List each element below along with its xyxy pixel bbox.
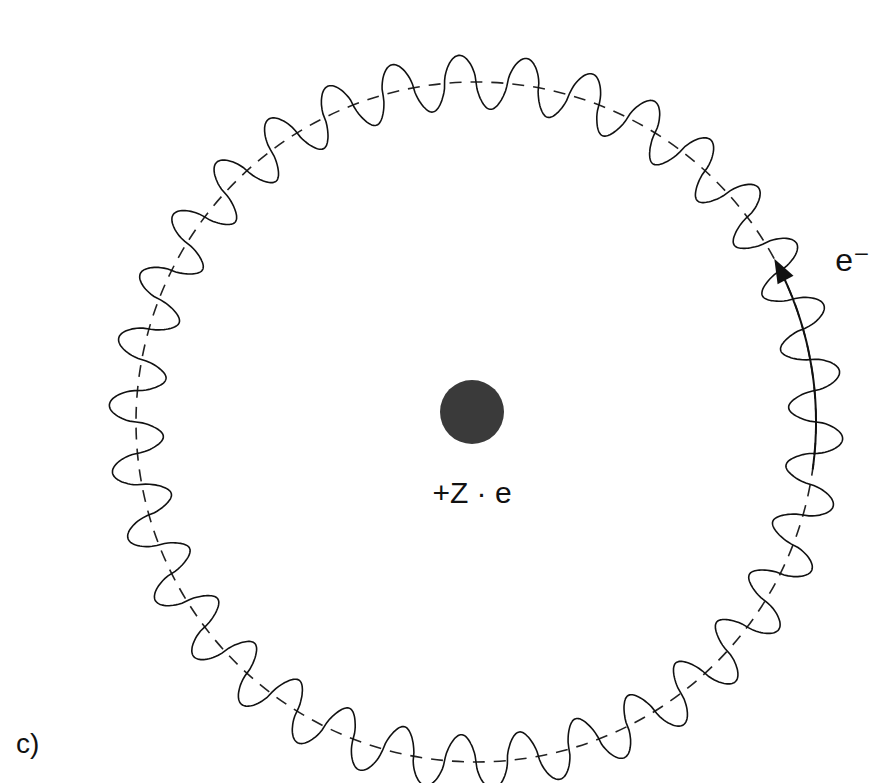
nucleus-charge-label: +Z · e: [432, 478, 511, 508]
panel-label: c): [16, 730, 39, 758]
motion-arrowhead: [774, 259, 793, 285]
motion-arc: [776, 262, 816, 469]
electron-wave: [109, 55, 842, 783]
electron-label: e⁻: [835, 244, 870, 276]
nucleus: [440, 380, 504, 444]
orbit-circle: [136, 82, 816, 762]
